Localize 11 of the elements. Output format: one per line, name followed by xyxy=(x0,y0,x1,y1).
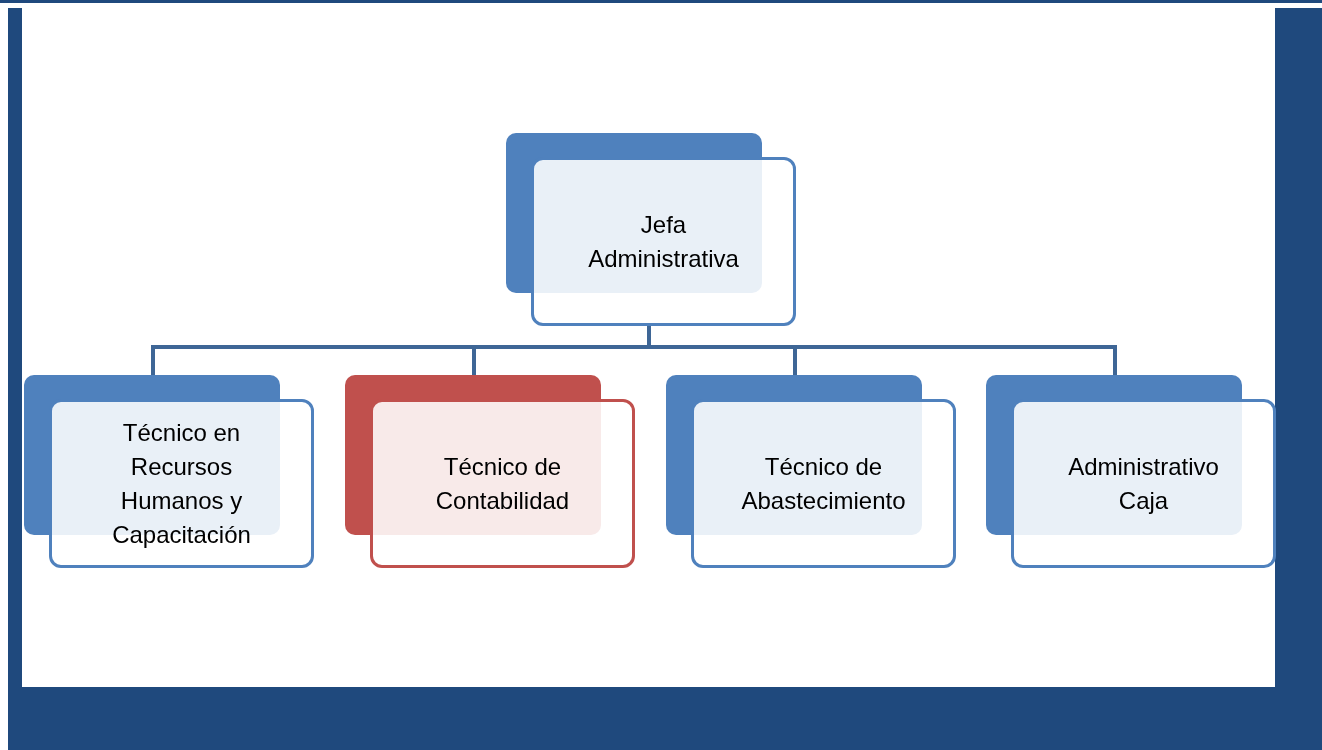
role-title: Técnico de Abastecimiento xyxy=(740,451,907,516)
connector-line xyxy=(647,323,1117,375)
role-title: Jefa Administrativa xyxy=(587,209,740,274)
role-title: Técnico de Contabilidad xyxy=(434,451,571,516)
role-title: Técnico en Recursos Humanos y Capacitación xyxy=(111,417,252,550)
org-box xyxy=(506,133,793,323)
org-box xyxy=(345,375,632,565)
org-box xyxy=(666,375,953,565)
role-title: Administrativo Caja xyxy=(1067,451,1220,516)
org-box xyxy=(986,375,1273,565)
org-box xyxy=(24,375,311,565)
